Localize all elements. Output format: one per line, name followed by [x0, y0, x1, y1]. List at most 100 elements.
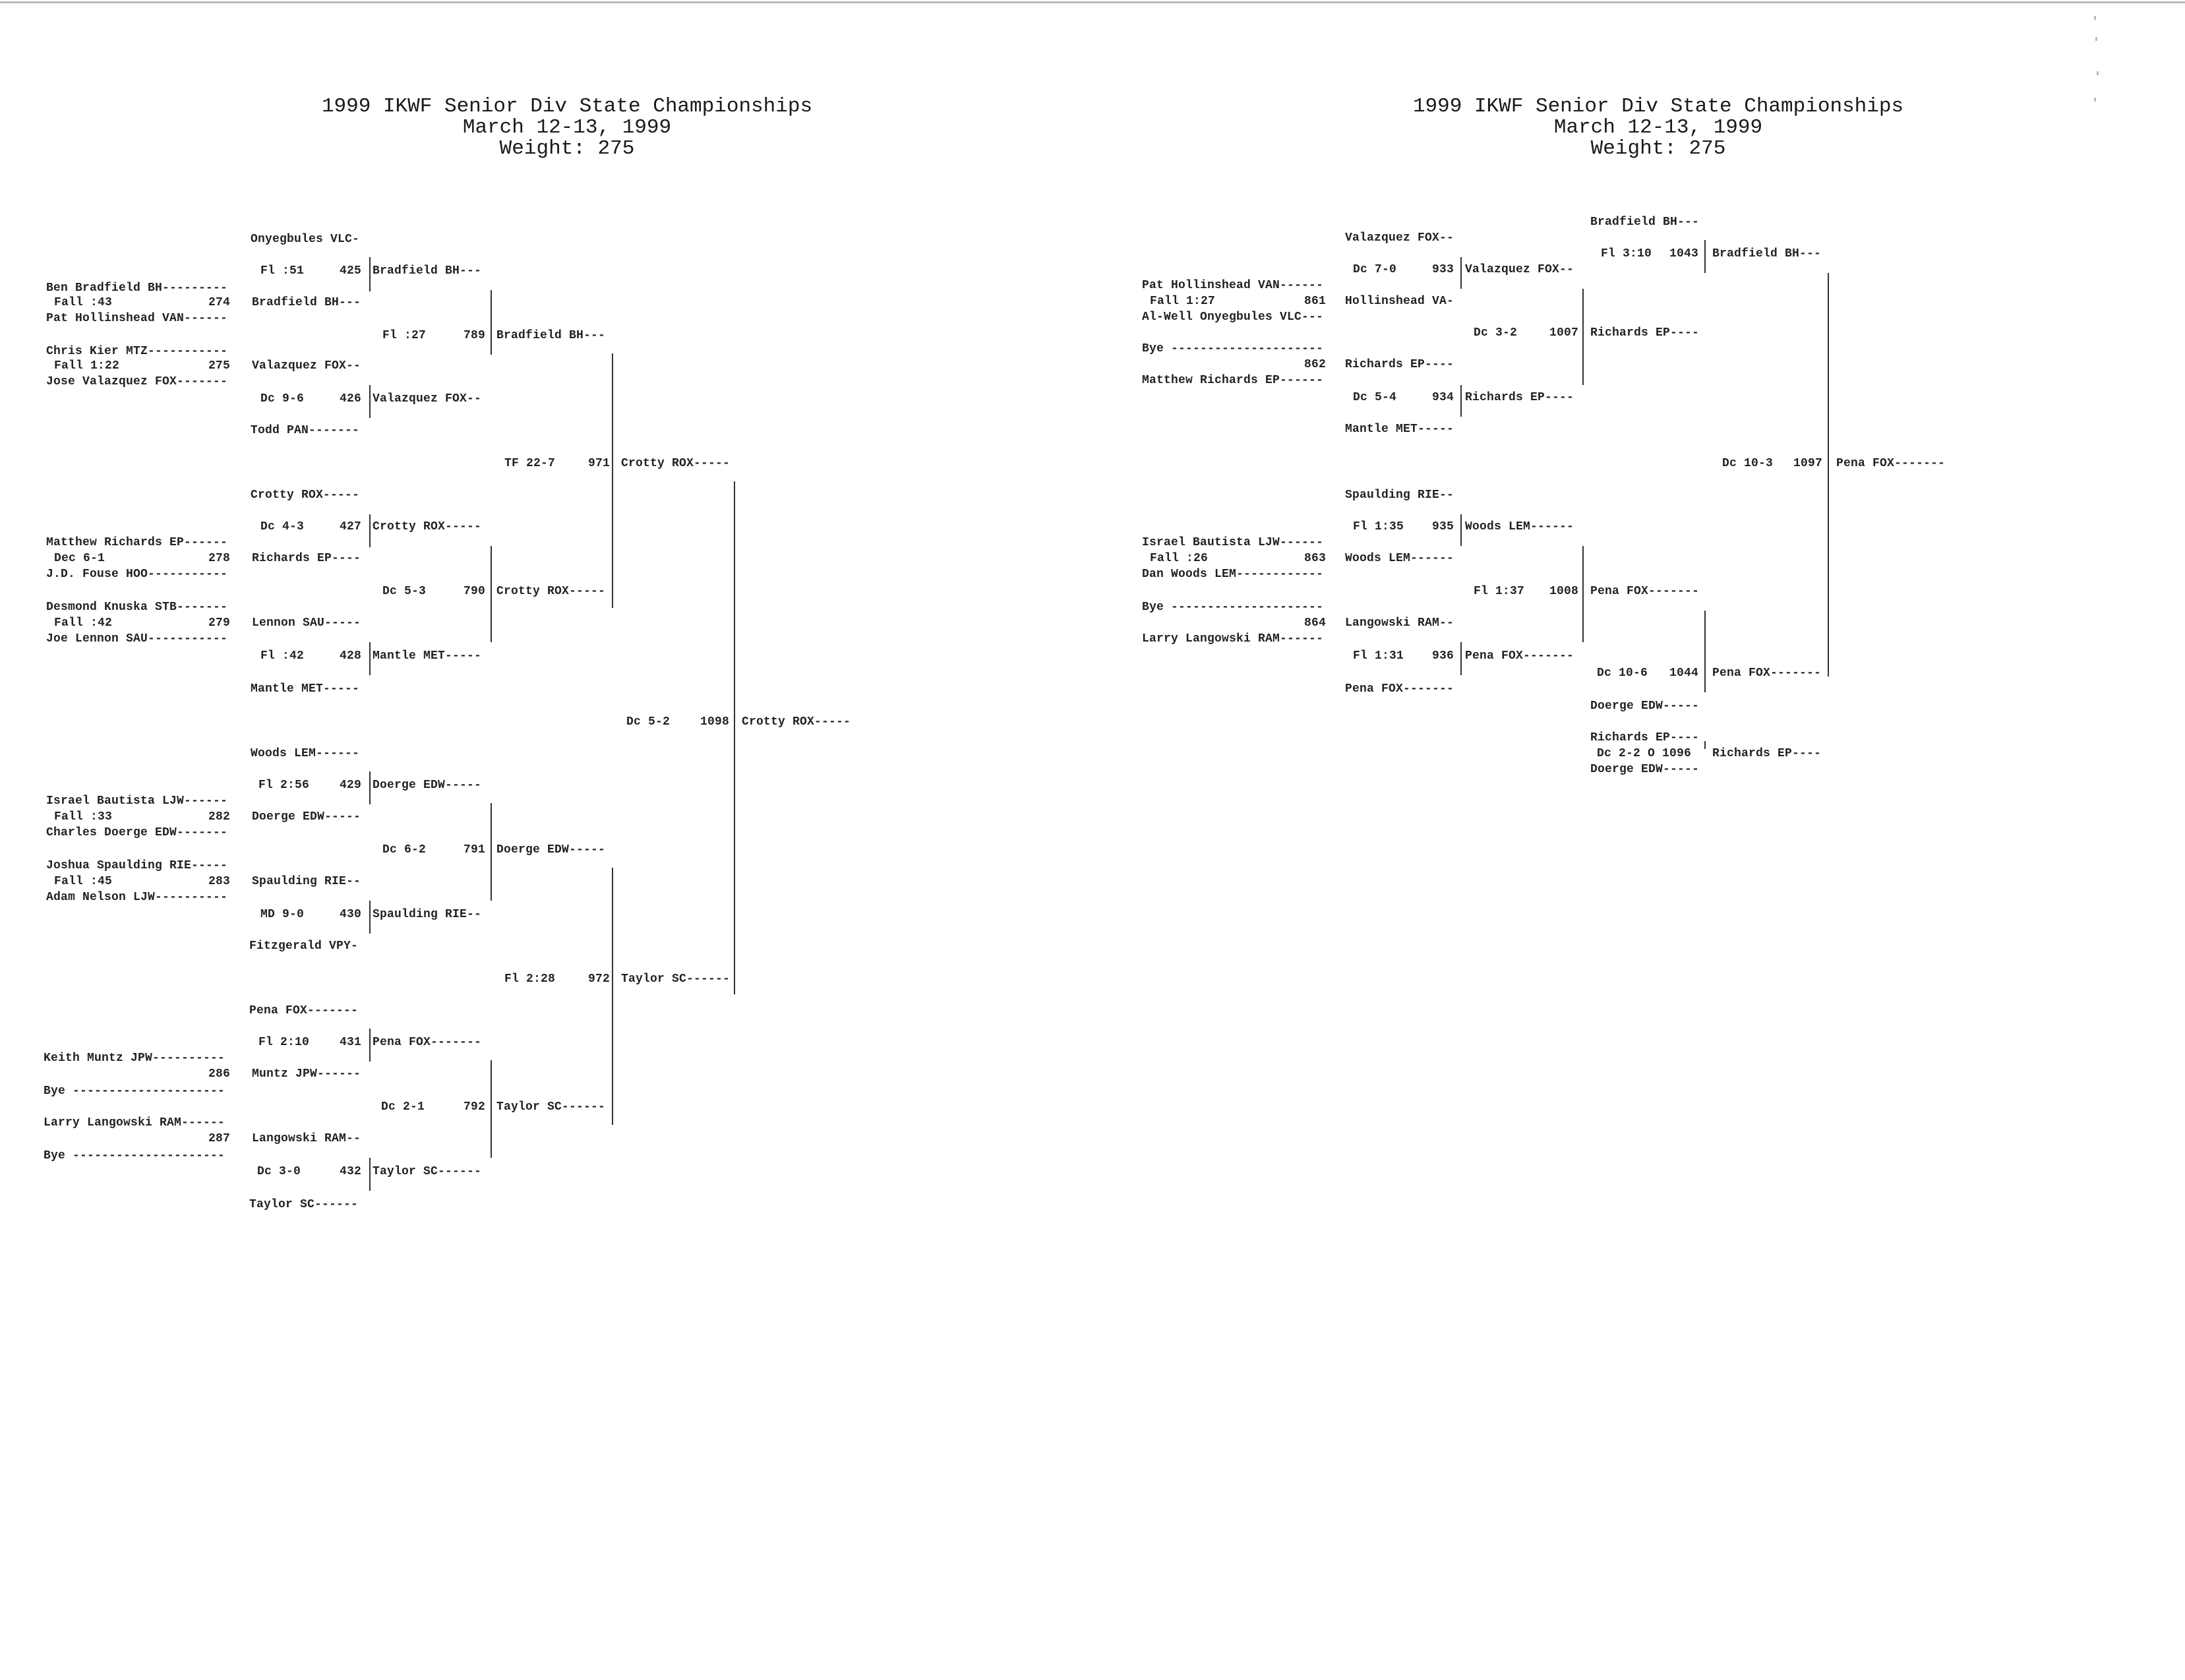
right-entry: Dc 5-4 — [1353, 391, 1397, 404]
right-sheet-title: 1999 IKWF Senior Div State Championships… — [1335, 96, 1981, 160]
right-entry: 1043 — [1669, 247, 1699, 260]
left-entry: Joe Lennon SAU----------- — [46, 632, 228, 645]
right-entry: Bradfield BH--- — [1712, 247, 1822, 260]
right-entry: Bradfield BH--- — [1590, 216, 1700, 229]
left-entry: 287 — [208, 1132, 231, 1145]
left-entry: Mantle MET----- — [373, 649, 482, 663]
left-entry: Fall :33 — [54, 810, 113, 824]
right-entry: Israel Bautista LJW------ — [1142, 536, 1324, 549]
left-entry: Dc 5-3 — [382, 585, 427, 598]
left-entry: Fl 2:56 — [258, 779, 310, 792]
title-line-weight: Weight: 275 — [499, 137, 635, 160]
right-entry: Doerge EDW----- — [1590, 700, 1700, 713]
left-entry: 274 — [208, 296, 231, 309]
right-entry: Dc 10-6 — [1597, 667, 1648, 680]
left-entry: Crotty ROX----- — [373, 520, 482, 533]
left-entry: Dc 2-1 — [381, 1100, 425, 1114]
right-entry: 936 — [1432, 649, 1454, 663]
right-entry: Dc 2-2 O 1096 — [1597, 747, 1692, 760]
left-entry: 286 — [208, 1067, 231, 1081]
left-entry: TF 22-7 — [504, 457, 556, 470]
left-entry: 971 — [588, 457, 611, 470]
right-entry: Dc 3-2 — [1474, 326, 1518, 340]
left-entry: 279 — [208, 616, 231, 630]
left-entry: 282 — [208, 810, 231, 824]
right-entry: Woods LEM------ — [1345, 552, 1454, 565]
left-entry: Richards EP---- — [252, 552, 361, 565]
left-entry: Pena FOX------- — [373, 1036, 482, 1049]
right-entry: Richards EP---- — [1590, 326, 1700, 340]
right-entry: 933 — [1432, 263, 1454, 276]
left-entry: Pena FOX------- — [249, 1004, 359, 1017]
left-entry: Muntz JPW------ — [252, 1067, 361, 1081]
left-sheet-title: 1999 IKWF Senior Div State Championships… — [244, 96, 890, 160]
left-entry: Crotty ROX----- — [742, 715, 851, 729]
right-entry: Richards EP---- — [1465, 391, 1574, 404]
right-entry: Bye --------------------- — [1142, 342, 1324, 355]
left-entry: 972 — [588, 973, 611, 986]
title-line-weight: Weight: 275 — [1590, 137, 1726, 160]
left-entry: Dc 3-0 — [257, 1165, 301, 1178]
left-entry: Crotty ROX----- — [496, 585, 606, 598]
right-entry: 862 — [1304, 358, 1327, 371]
left-entry: Dc 4-3 — [260, 520, 305, 533]
left-entry: Taylor SC------ — [496, 1100, 606, 1114]
left-entry: Bradfield BH--- — [252, 296, 361, 309]
left-entry: Charles Doerge EDW------- — [46, 826, 228, 839]
right-entry: 864 — [1304, 616, 1327, 630]
left-entry: 432 — [340, 1165, 362, 1178]
left-entry: Ben Bradfield BH--------- — [46, 282, 228, 295]
right-entry: 1097 — [1793, 457, 1823, 470]
left-entry: Onyegbules VLC- — [251, 233, 360, 246]
right-entry: Pena FOX------- — [1836, 457, 1946, 470]
title-line-event: 1999 IKWF Senior Div State Championships — [321, 95, 813, 118]
left-entry: Matthew Richards EP------ — [46, 536, 228, 549]
left-entry: 427 — [340, 520, 362, 533]
right-entry: Hollinshead VA- — [1345, 295, 1454, 308]
left-entry: 790 — [464, 585, 486, 598]
left-entry: Bye --------------------- — [44, 1085, 225, 1098]
left-entry: 426 — [340, 392, 362, 405]
left-entry: Taylor SC------ — [621, 973, 731, 986]
title-line-dates: March 12-13, 1999 — [1553, 116, 1763, 139]
right-entry: Richards EP---- — [1345, 358, 1454, 371]
left-entry: Todd PAN------- — [251, 424, 360, 437]
right-entry: Fl 1:35 — [1353, 520, 1404, 533]
left-entry: Fl :27 — [382, 329, 427, 342]
left-entry: 1098 — [700, 715, 730, 729]
right-entry: 863 — [1304, 552, 1327, 565]
left-entry: Pat Hollinshead VAN------ — [46, 312, 228, 325]
left-entry: Chris Kier MTZ----------- — [46, 345, 228, 358]
right-entry: Langowski RAM-- — [1345, 616, 1454, 630]
left-entry: Taylor SC------ — [249, 1198, 359, 1211]
left-entry: Fl :51 — [260, 264, 305, 278]
left-entry: Fall 1:22 — [54, 359, 120, 373]
right-entry: Spaulding RIE-- — [1345, 489, 1454, 502]
left-entry: Doerge EDW----- — [496, 843, 606, 856]
right-entry: Matthew Richards EP------ — [1142, 374, 1324, 387]
left-entry: Doerge EDW----- — [373, 779, 482, 792]
left-entry: Joshua Spaulding RIE----- — [46, 859, 228, 872]
left-entry: Woods LEM------ — [251, 747, 360, 760]
left-entry: Dec 6-1 — [54, 552, 105, 565]
left-entry: Crotty ROX----- — [621, 457, 731, 470]
left-entry: Mantle MET----- — [251, 682, 360, 696]
scan-top-edge — [0, 1, 2185, 3]
right-entry: 934 — [1432, 391, 1454, 404]
right-entry: Pena FOX------- — [1345, 682, 1454, 696]
right-entry: Fl 3:10 — [1601, 247, 1652, 260]
right-entry: 861 — [1304, 295, 1327, 308]
right-entry: Richards EP---- — [1590, 731, 1700, 744]
left-entry: Fl 2:10 — [258, 1036, 310, 1049]
left-entry: Larry Langowski RAM------ — [44, 1116, 225, 1129]
right-entry: Fl 1:37 — [1474, 585, 1525, 598]
left-entry: 791 — [464, 843, 486, 856]
right-entry: Dc 10-3 — [1722, 457, 1774, 470]
right-entry: Larry Langowski RAM------ — [1142, 632, 1324, 645]
right-entry: Valazquez FOX-- — [1345, 231, 1454, 245]
left-entry: Fall :43 — [54, 296, 113, 309]
left-entry: Dc 6-2 — [382, 843, 427, 856]
left-entry: Israel Bautista LJW------ — [46, 795, 228, 808]
left-entry: MD 9-0 — [260, 908, 305, 921]
right-entry: Pena FOX------- — [1712, 667, 1822, 680]
